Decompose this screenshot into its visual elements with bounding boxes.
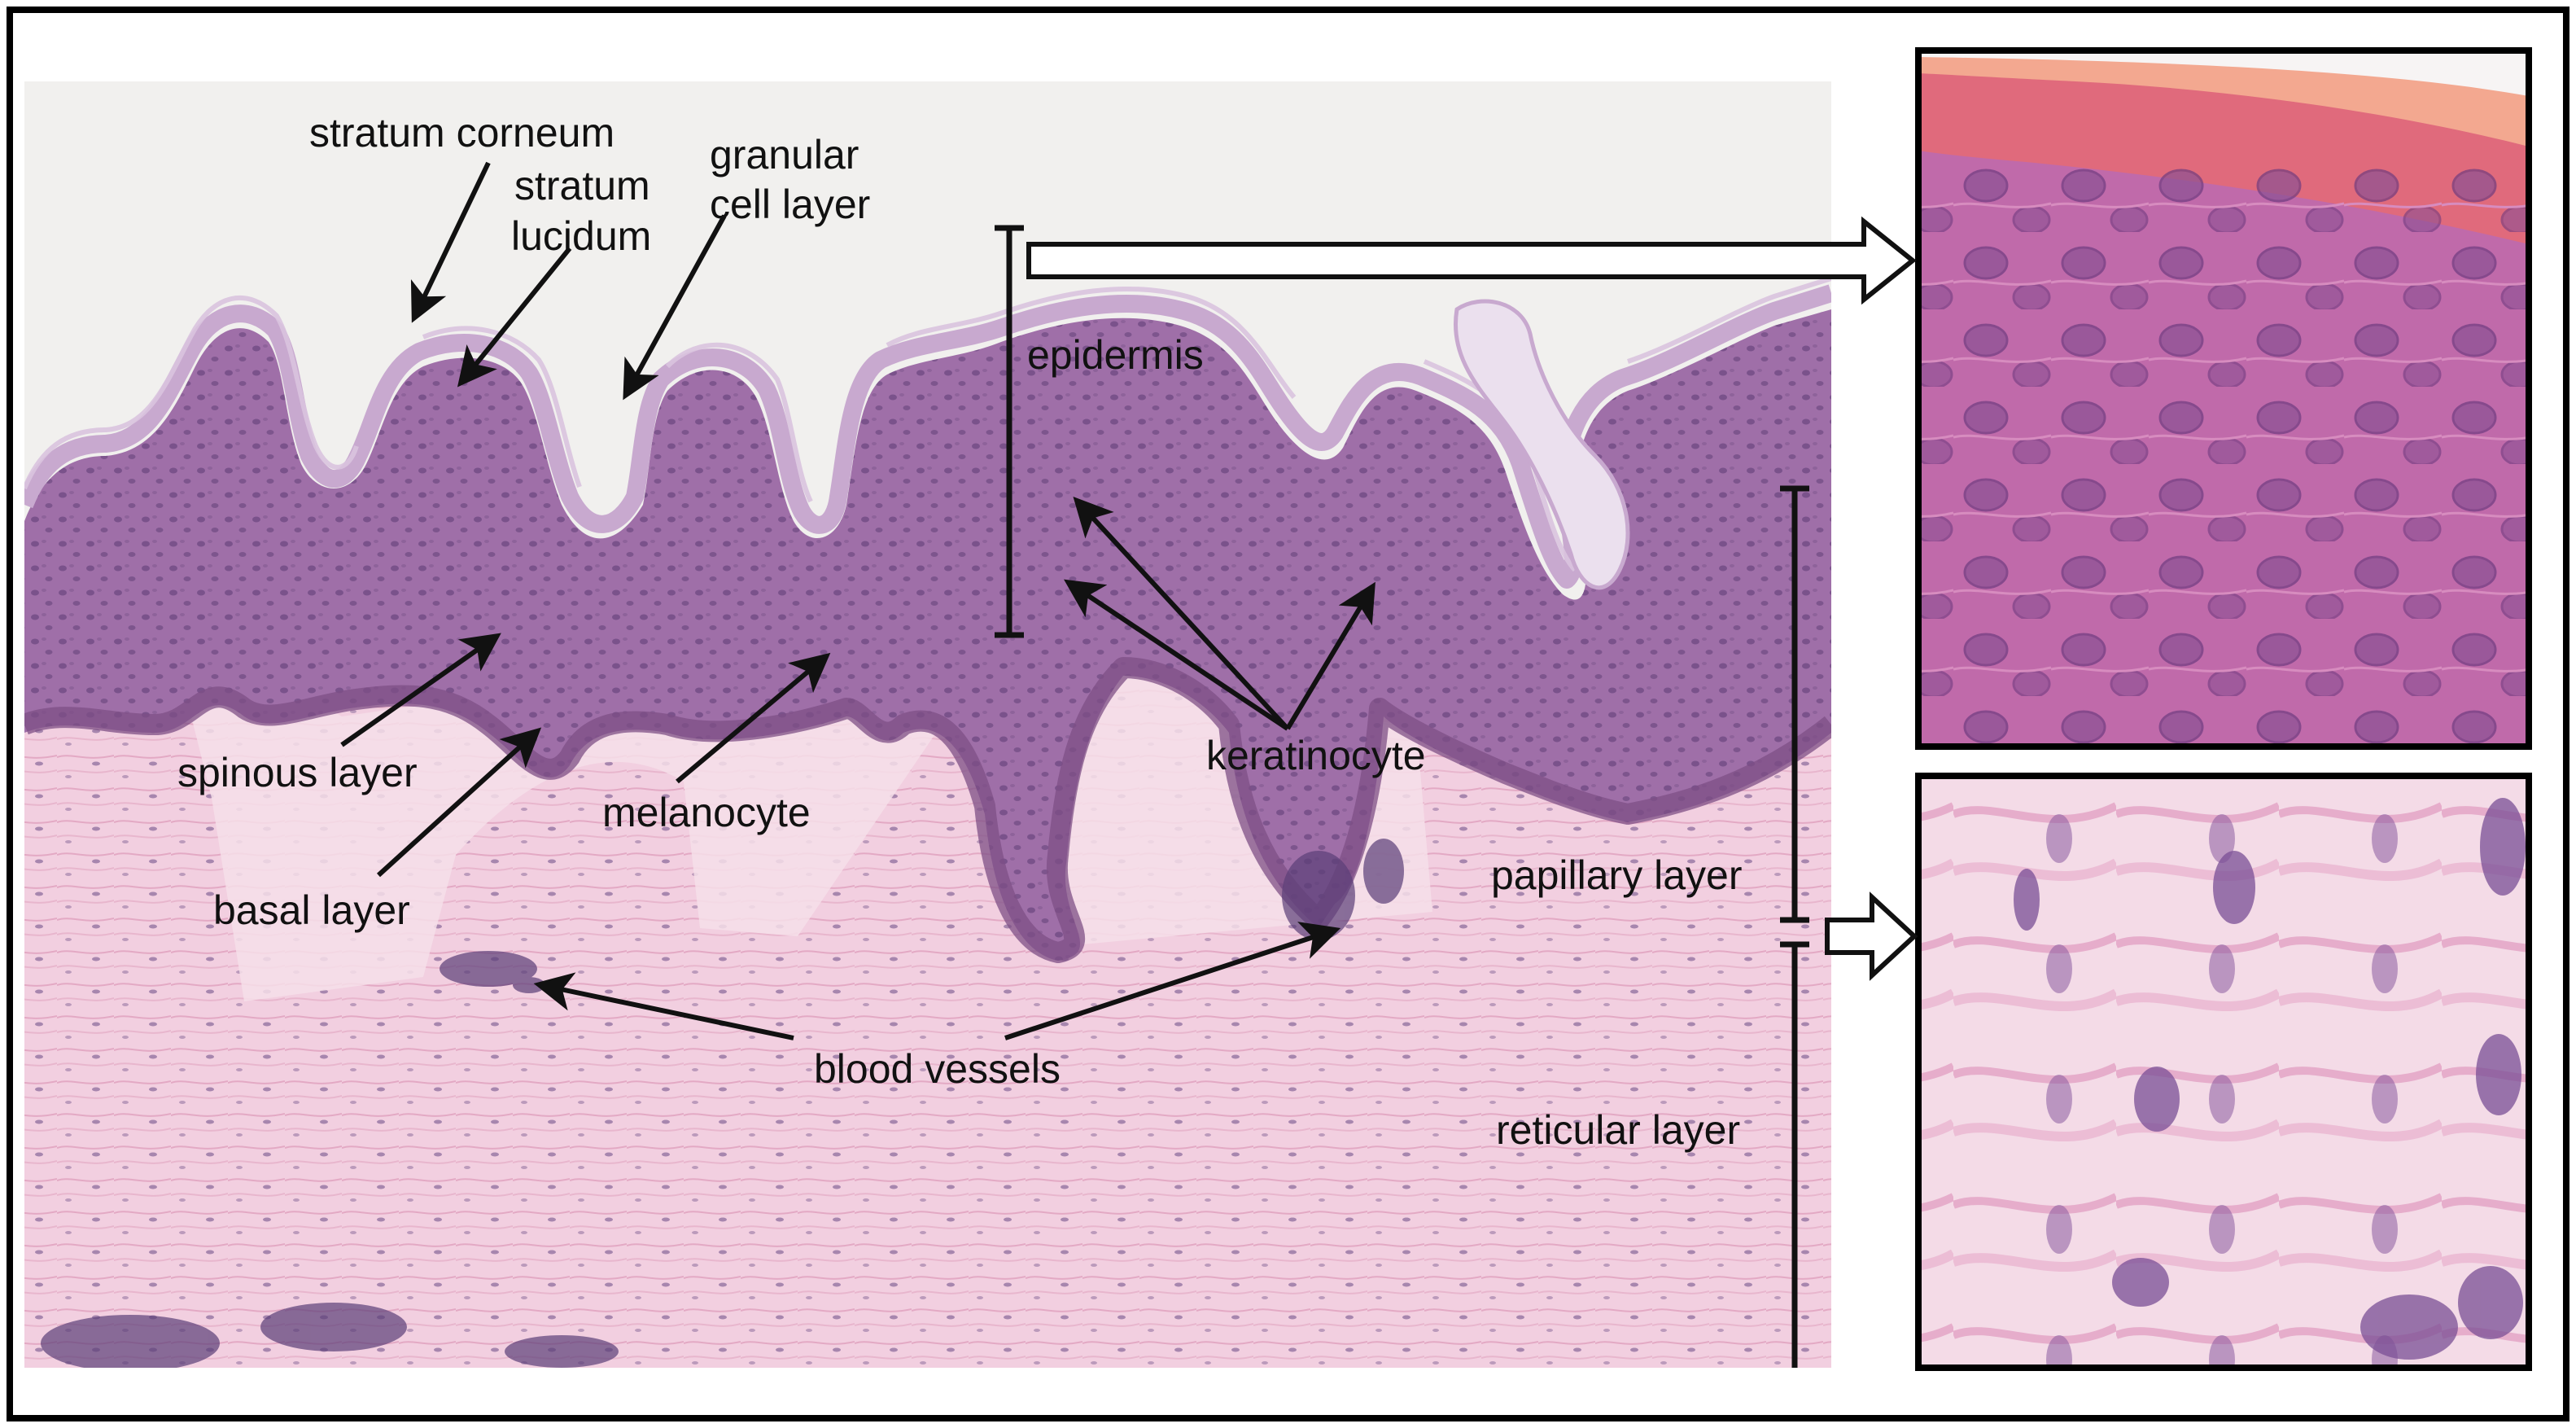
main-micrograph	[24, 81, 1831, 1368]
basal-layer-band	[24, 657, 1831, 963]
pointer-arrows	[340, 161, 1375, 1040]
arrow-icon	[1064, 579, 1289, 731]
hollow-arrow-icon	[1825, 891, 1918, 981]
arrow-icon	[676, 652, 831, 784]
label-reticular-layer: reticular layer	[1496, 1107, 1740, 1153]
stratum-corneum-flakes	[24, 276, 1831, 572]
zoom-panel-dermis	[1918, 776, 2529, 1368]
keratin-debris	[1454, 299, 1630, 590]
label-keratinocyte: keratinocyte	[1206, 733, 1426, 778]
zoom-dermis-nuclei	[2014, 798, 2526, 1360]
label-blood-vessels: blood vessels	[814, 1046, 1061, 1092]
arrow-icon	[457, 247, 572, 388]
label-spinous-layer: spinous layer	[177, 750, 418, 795]
dermis-bracket	[1780, 485, 1809, 1368]
zoom-panel-epidermis	[1918, 50, 2529, 747]
arrow-icon	[623, 214, 727, 401]
stratum-corneum-layer	[24, 284, 1831, 589]
label-melanocyte: melanocyte	[602, 790, 811, 835]
annotation-labels: stratum corneum stratum lucidum granular…	[177, 110, 1742, 1153]
label-stratum-corneum: stratum corneum	[309, 110, 614, 156]
arrow-icon	[1073, 496, 1290, 731]
arrow-icon	[340, 633, 501, 747]
zoom-top-white	[1918, 50, 2529, 96]
label-basal-layer: basal layer	[213, 887, 410, 933]
zoom-panel-epidermis-frame	[1915, 47, 2532, 750]
label-granular-line1: granular	[710, 132, 859, 177]
label-stratum-lucidum-line2: lucidum	[511, 213, 651, 259]
label-epidermis: epidermis	[1027, 332, 1204, 378]
label-papillary-layer: papillary layer	[1491, 852, 1742, 898]
arrow-icon	[533, 972, 794, 1040]
epidermis-bracket	[995, 225, 1024, 638]
arrow-icon	[1004, 922, 1341, 1040]
label-granular-line2: cell layer	[710, 182, 870, 227]
arrow-icon	[1285, 581, 1375, 730]
arrow-icon	[410, 161, 491, 323]
hollow-arrow-icon	[1026, 216, 1917, 305]
label-stratum-lucidum-line1: stratum	[514, 163, 650, 208]
zoom-keratinocytes	[1918, 163, 2529, 747]
arrow-icon	[376, 727, 542, 878]
zoom-panel-dermis-frame	[1915, 773, 2532, 1371]
epidermis-nuclei	[24, 309, 1831, 961]
